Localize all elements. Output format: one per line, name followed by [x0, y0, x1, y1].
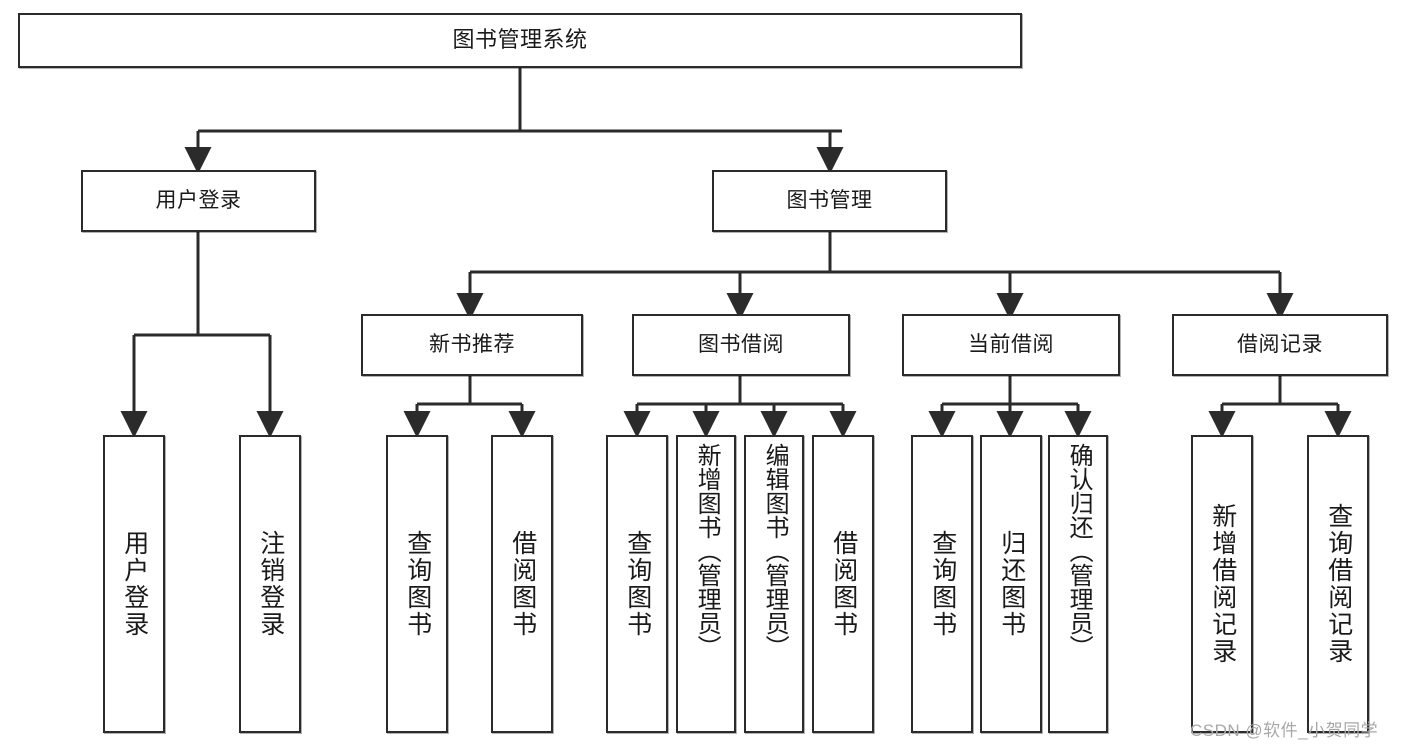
node-label: 查询借阅记录 [1324, 503, 1353, 665]
node-label: 当前借阅 [968, 333, 1054, 357]
leaf-book-borrow-add[interactable]: 新增图书（管理员） [676, 435, 736, 733]
node-label: 查询图书 [623, 530, 652, 638]
node-label: 归还图书 [997, 530, 1026, 638]
node-borrow-record[interactable]: 借阅记录 [1172, 314, 1388, 376]
node-label: 确认归还（管理员） [1065, 443, 1093, 659]
node-label: 用户登录 [155, 189, 242, 213]
leaf-borrow-record-query[interactable]: 查询借阅记录 [1307, 435, 1369, 733]
node-label: 新增借阅记录 [1208, 503, 1237, 665]
leaf-book-borrow-edit[interactable]: 编辑图书（管理员） [744, 435, 804, 733]
node-root-system[interactable]: 图书管理系统 [18, 13, 1022, 68]
node-label: 注销登录 [256, 530, 285, 638]
node-label: 编辑图书（管理员） [761, 443, 789, 659]
node-book-borrow[interactable]: 图书借阅 [632, 314, 850, 376]
node-label: 新增图书（管理员） [693, 443, 721, 659]
node-label: 图书借阅 [698, 333, 784, 357]
node-label: 用户登录 [120, 530, 149, 638]
node-label: 借阅图书 [508, 530, 537, 638]
leaf-new-book-query[interactable]: 查询图书 [386, 435, 448, 733]
node-label: 图书管理 [786, 189, 873, 213]
watermark-text: CSDN @软件_小贺同学 [1190, 721, 1379, 740]
node-user-login[interactable]: 用户登录 [81, 170, 316, 232]
leaf-user-login-logout[interactable]: 注销登录 [239, 435, 301, 733]
leaf-current-borrow-return[interactable]: 归还图书 [980, 435, 1042, 733]
leaf-book-borrow-borrow[interactable]: 借阅图书 [812, 435, 874, 733]
node-book-management[interactable]: 图书管理 [712, 170, 947, 232]
node-label: 图书管理系统 [452, 27, 588, 53]
leaf-book-borrow-query[interactable]: 查询图书 [606, 435, 668, 733]
node-label: 查询图书 [928, 530, 957, 638]
leaf-current-borrow-confirm[interactable]: 确认归还（管理员） [1048, 435, 1108, 733]
node-label: 新书推荐 [429, 333, 515, 357]
node-current-borrow[interactable]: 当前借阅 [902, 314, 1120, 376]
leaf-new-book-borrow[interactable]: 借阅图书 [491, 435, 553, 733]
node-label: 借阅图书 [829, 530, 858, 638]
leaf-borrow-record-add[interactable]: 新增借阅记录 [1191, 435, 1253, 733]
node-label: 查询图书 [403, 530, 432, 638]
leaf-user-login-login[interactable]: 用户登录 [103, 435, 165, 733]
node-new-book-recommend[interactable]: 新书推荐 [361, 314, 583, 376]
leaf-current-borrow-query[interactable]: 查询图书 [911, 435, 973, 733]
node-label: 借阅记录 [1237, 333, 1323, 357]
